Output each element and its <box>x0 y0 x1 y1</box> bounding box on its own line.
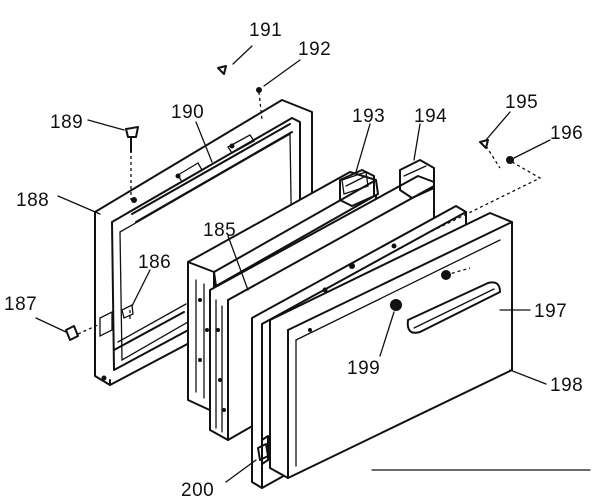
screw-191 <box>217 65 227 75</box>
label-197: 197 <box>534 301 567 322</box>
label-185: 185 <box>203 220 236 241</box>
leader-lines <box>35 45 591 483</box>
label-195: 195 <box>505 92 538 113</box>
screw-187 <box>65 325 79 341</box>
label-196: 196 <box>550 123 583 144</box>
screw-200 <box>257 443 269 461</box>
label-191: 191 <box>249 20 282 41</box>
label-190: 190 <box>171 102 204 123</box>
screw-189 <box>125 126 139 138</box>
screw-196 <box>506 156 514 164</box>
label-189: 189 <box>50 112 83 133</box>
label-199: 199 <box>347 358 380 379</box>
label-193: 193 <box>352 106 385 127</box>
label-198: 198 <box>550 375 583 396</box>
screw-192 <box>256 87 262 93</box>
fasteners <box>65 65 514 461</box>
label-192: 192 <box>298 39 331 60</box>
part-198-outer-door <box>269 212 513 479</box>
part-188-inner-frame <box>94 99 313 386</box>
clip-186 <box>121 304 134 319</box>
label-200: 200 <box>181 480 214 501</box>
part-197-handle <box>406 281 501 334</box>
screw-195 <box>479 139 489 149</box>
part-labels: 191 192 189 190 193 194 195 196 188 185 … <box>4 20 583 501</box>
label-194: 194 <box>414 106 447 127</box>
label-186: 186 <box>138 252 171 273</box>
label-188: 188 <box>16 190 49 211</box>
assembly-lines <box>77 91 542 470</box>
label-187: 187 <box>4 294 37 315</box>
